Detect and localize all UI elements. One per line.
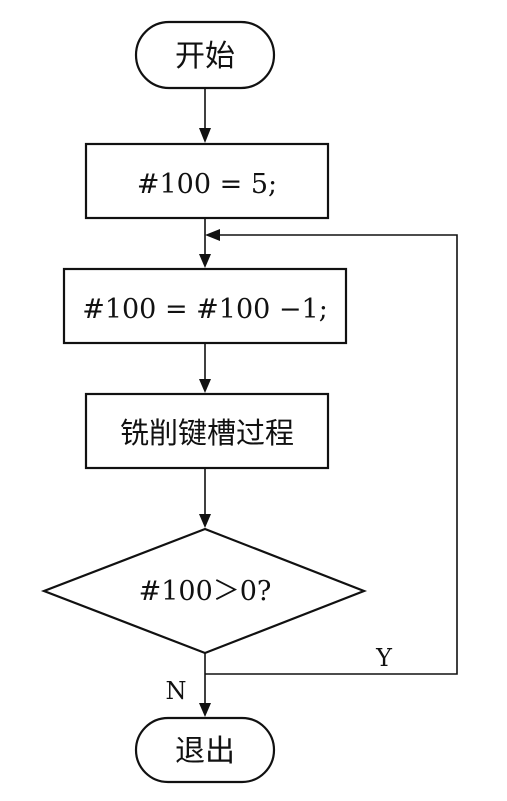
start-label: 开始	[175, 39, 235, 74]
decrement-label: #100 = #100 −1;	[82, 294, 328, 325]
arrowhead	[199, 703, 211, 717]
loop-back-line	[205, 234, 458, 675]
init-box	[84, 142, 330, 220]
decision-label: #100＞0?	[139, 576, 272, 607]
arrowhead	[199, 254, 211, 268]
process-box	[84, 392, 330, 470]
process-label: 铣削键槽过程	[120, 416, 294, 450]
arrowhead	[199, 514, 211, 528]
yes-label: Y	[375, 644, 393, 672]
end-terminator	[134, 716, 276, 784]
arrowhead	[199, 379, 211, 393]
arrowhead	[205, 229, 220, 241]
end-label: 退出	[175, 734, 235, 769]
no-label: N	[166, 677, 187, 705]
init-label: #100 = 5;	[137, 169, 277, 200]
arrowhead	[199, 128, 211, 143]
